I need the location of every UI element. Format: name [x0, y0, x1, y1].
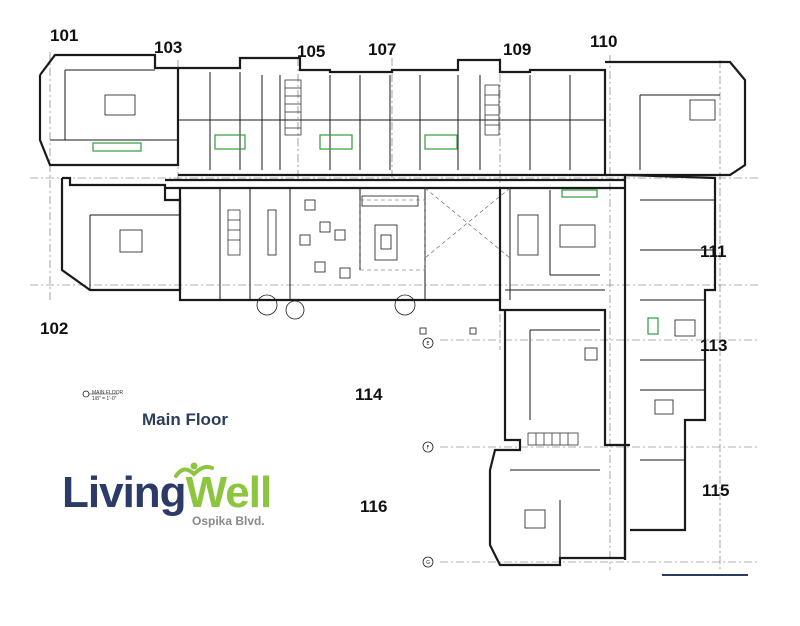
- unit-102-label: 102: [40, 319, 69, 338]
- floor-tag: MAIN FLOOR 1/8" = 1'-0": [92, 390, 124, 402]
- unit-113-label: 113: [700, 336, 728, 355]
- grid-marker-f: F: [427, 445, 430, 451]
- unit-103-label: 103: [154, 38, 183, 57]
- logo-subtitle: Ospika Blvd.: [192, 514, 265, 528]
- floor-tag-name: MAIN FLOOR: [92, 390, 124, 396]
- unit-107-label: 107: [368, 40, 397, 59]
- floor-title: Main Floor: [142, 410, 228, 429]
- floor-tag-scale: 1/8" = 1'-0": [92, 395, 117, 402]
- unit-115-label: 115: [702, 481, 730, 500]
- unit-111-label: 111: [700, 242, 727, 261]
- unit-110-label: 110: [590, 32, 618, 51]
- unit-101-label: 101: [50, 26, 79, 45]
- unit-114-label: 114: [355, 385, 383, 404]
- unit-109-label: 109: [503, 40, 532, 59]
- unit-105-label: 105: [297, 42, 326, 61]
- grid-marker-g: G: [426, 560, 430, 566]
- unit-116-label: 116: [360, 497, 388, 516]
- living-well-logo: LivingWell Ospika Blvd.: [62, 462, 273, 528]
- logo-word-well: Well: [185, 468, 273, 517]
- grid-marker-e: E: [426, 341, 429, 347]
- logo-word-living: Living: [62, 468, 187, 517]
- logo-figure-icon: [174, 462, 214, 478]
